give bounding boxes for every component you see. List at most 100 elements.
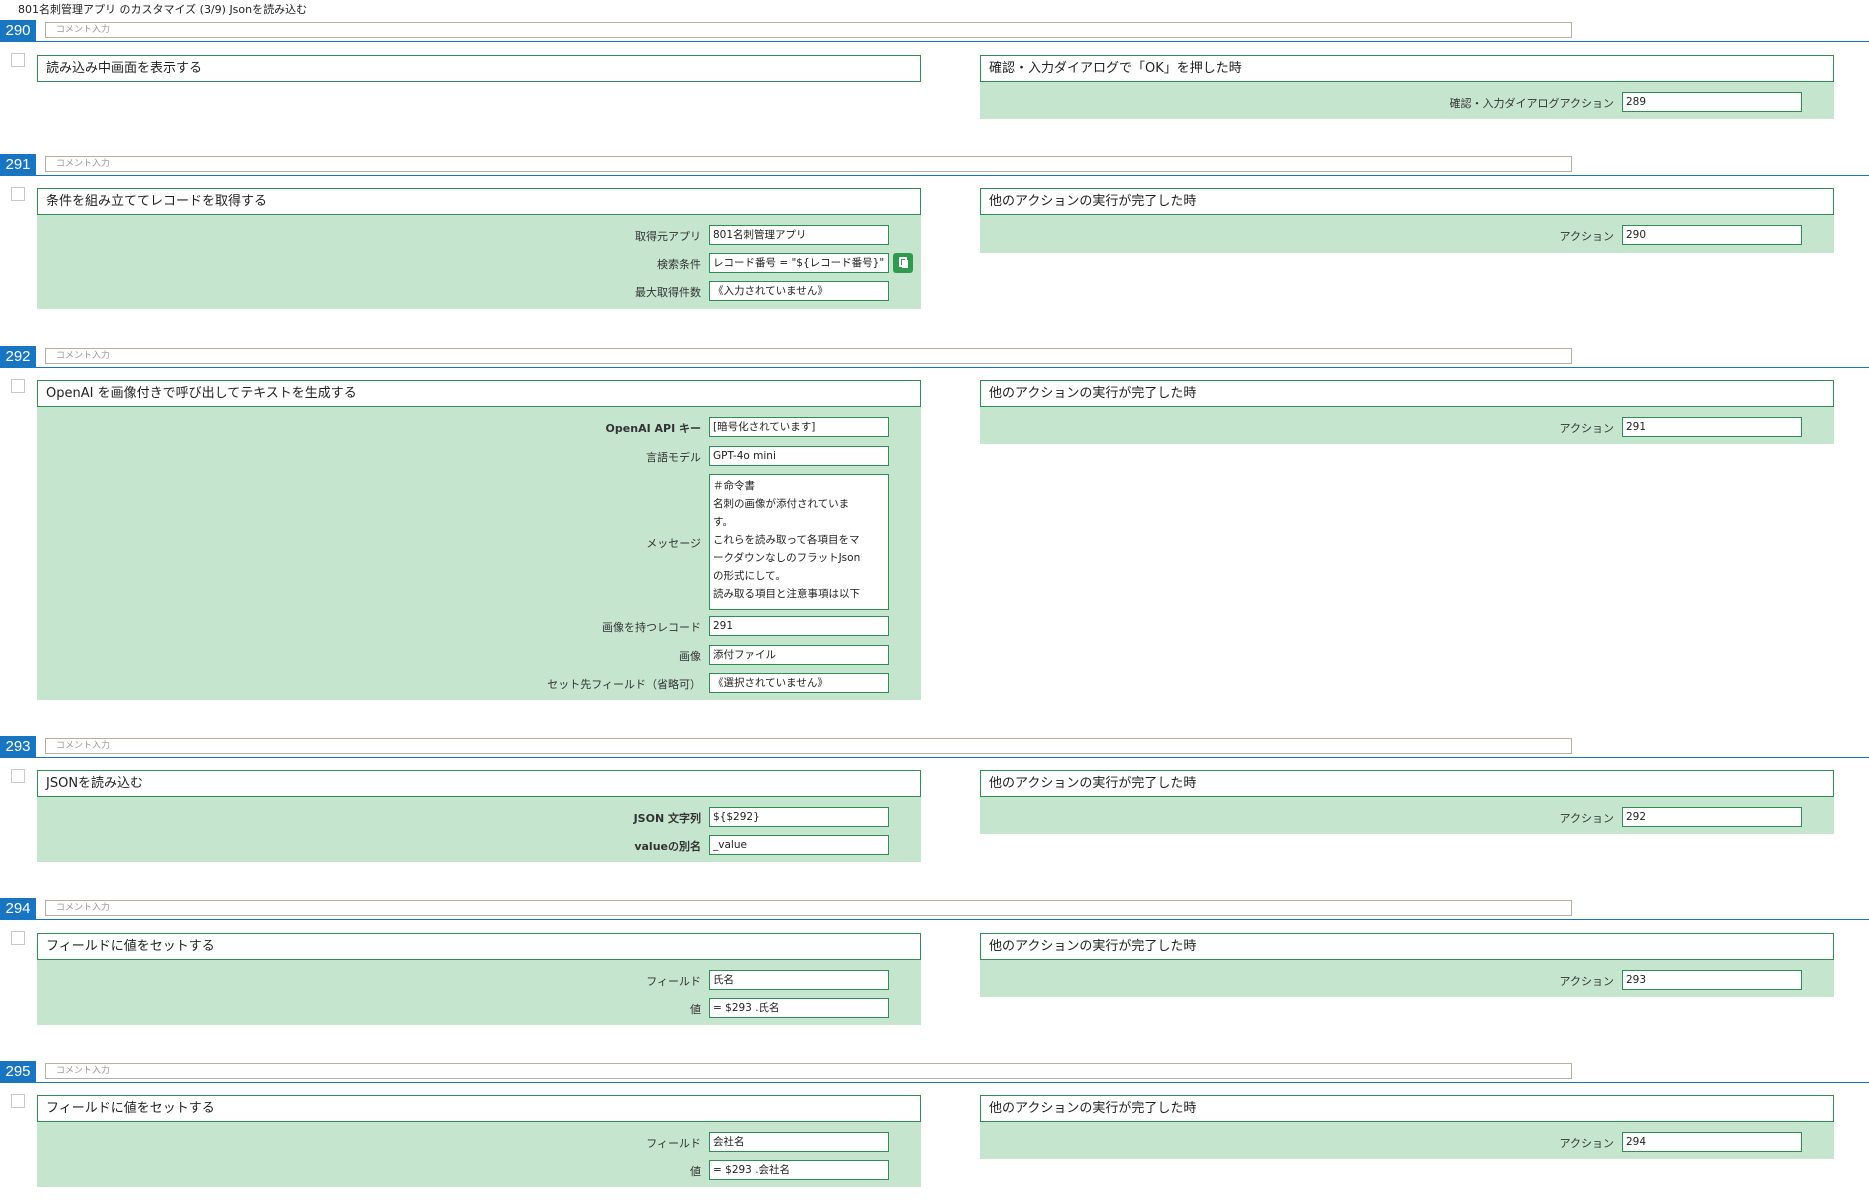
row-checkbox[interactable] [11, 53, 25, 67]
field-value[interactable]: 293 [1622, 970, 1802, 990]
comment-input[interactable]: コメント入力 [45, 738, 1572, 754]
row-number: 291 [0, 154, 36, 176]
row-divider [36, 757, 1869, 758]
action-field: 取得元アプリ 801名刺管理アプリ [37, 225, 921, 245]
action-field: JSON 文字列 ${$292} [37, 807, 921, 827]
field-label: 言語モデル [646, 451, 701, 464]
field-label: OpenAI API キー [605, 422, 701, 435]
field-value[interactable]: 《選択されていません》 [709, 673, 889, 693]
field-value[interactable]: 294 [1622, 1132, 1802, 1152]
field-value[interactable]: [暗号化されています] [709, 417, 889, 437]
field-value[interactable]: ${$292} [709, 807, 889, 827]
trigger-title[interactable]: 他のアクションの実行が完了した時 [980, 188, 1834, 215]
row-divider [36, 919, 1869, 920]
action-panel: 読み込み中画面を表示する [37, 55, 921, 82]
comment-input[interactable]: コメント入力 [45, 900, 1572, 916]
row-divider [36, 175, 1869, 176]
field-value[interactable]: 氏名 [709, 970, 889, 990]
comment-input[interactable]: コメント入力 [45, 22, 1572, 38]
field-label: 画像を持つレコード [602, 621, 701, 634]
field-label: アクション [1559, 230, 1614, 243]
action-title[interactable]: フィールドに値をセットする [37, 1095, 921, 1122]
field-label: 検索条件 [657, 258, 701, 271]
trigger-field: アクション 291 [980, 417, 1834, 437]
trigger-title[interactable]: 他のアクションの実行が完了した時 [980, 933, 1834, 960]
trigger-field: アクション 293 [980, 970, 1834, 990]
field-value[interactable]: 290 [1622, 225, 1802, 245]
field-label: アクション [1559, 812, 1614, 825]
row-checkbox[interactable] [11, 931, 25, 945]
field-label: フィールド [646, 975, 701, 988]
action-title[interactable]: 条件を組み立ててレコードを取得する [37, 188, 921, 215]
trigger-title[interactable]: 他のアクションの実行が完了した時 [980, 1095, 1834, 1122]
field-value[interactable]: レコード番号 = "${レコード番号}" [709, 253, 889, 273]
action-title[interactable]: OpenAI を画像付きで呼び出してテキストを生成する [37, 380, 921, 407]
row-checkbox[interactable] [11, 187, 25, 201]
field-label: 取得元アプリ [635, 230, 701, 243]
field-label: フィールド [646, 1137, 701, 1150]
row-checkbox[interactable] [11, 1094, 25, 1108]
field-value[interactable]: = $293 .氏名 [709, 998, 889, 1018]
action-title[interactable]: 読み込み中画面を表示する [37, 55, 921, 82]
action-field: 画像 添付ファイル [37, 645, 921, 665]
trigger-panel: 他のアクションの実行が完了した時 アクション 291 [980, 380, 1834, 444]
field-label: 画像 [679, 650, 701, 663]
trigger-panel: 他のアクションの実行が完了した時 アクション 290 [980, 188, 1834, 253]
action-field: valueの別名 _value [37, 835, 921, 855]
action-field: 画像を持つレコード 291 [37, 616, 921, 636]
action-panel: フィールドに値をセットする フィールド 氏名 値 = $293 .氏名 [37, 933, 921, 1025]
page-title: 801名刺管理アプリ のカスタマイズ (3/9) Jsonを読み込む [18, 3, 308, 16]
action-field: フィールド 氏名 [37, 970, 921, 990]
message-textarea[interactable]: ＃命令書 名刺の画像が添付されていま す。 これらを読み取って各項目をマ ークダ… [709, 474, 889, 610]
field-value[interactable]: 292 [1622, 807, 1802, 827]
trigger-title[interactable]: 他のアクションの実行が完了した時 [980, 380, 1834, 407]
row-number: 293 [0, 736, 36, 758]
row-number: 294 [0, 898, 36, 920]
action-field: 最大取得件数 《入力されていません》 [37, 281, 921, 301]
field-value[interactable]: GPT-4o mini [709, 446, 889, 466]
action-field: 値 = $293 .氏名 [37, 998, 921, 1018]
row-checkbox[interactable] [11, 379, 25, 393]
trigger-field: アクション 292 [980, 807, 1834, 827]
field-value[interactable]: 291 [1622, 417, 1802, 437]
field-label: 確認・入力ダイアログアクション [1449, 97, 1614, 110]
field-value[interactable]: _value [709, 835, 889, 855]
trigger-panel: 他のアクションの実行が完了した時 アクション 292 [980, 770, 1834, 834]
row-divider [36, 41, 1869, 42]
action-title[interactable]: JSONを読み込む [37, 770, 921, 797]
field-value[interactable]: 801名刺管理アプリ [709, 225, 889, 245]
field-value[interactable]: 会社名 [709, 1132, 889, 1152]
field-label: JSON 文字列 [633, 812, 701, 825]
field-label: アクション [1559, 422, 1614, 435]
copy-icon[interactable] [893, 253, 913, 273]
row-number: 292 [0, 346, 36, 368]
comment-input[interactable]: コメント入力 [45, 156, 1572, 172]
row-number: 290 [0, 20, 36, 42]
comment-input[interactable]: コメント入力 [45, 348, 1572, 364]
comment-input[interactable]: コメント入力 [45, 1063, 1572, 1079]
row-checkbox[interactable] [11, 769, 25, 783]
field-value[interactable]: 《入力されていません》 [709, 281, 889, 301]
field-value[interactable]: = $293 .会社名 [709, 1160, 889, 1180]
row-divider [36, 367, 1869, 368]
trigger-title[interactable]: 確認・入力ダイアログで「OK」を押した時 [980, 55, 1834, 82]
action-field: メッセージ ＃命令書 名刺の画像が添付されていま す。 これらを読み取って各項目… [37, 474, 921, 610]
field-value[interactable]: 291 [709, 616, 889, 636]
trigger-title[interactable]: 他のアクションの実行が完了した時 [980, 770, 1834, 797]
field-label: セット先フィールド（省略可） [547, 678, 701, 691]
field-label: アクション [1559, 975, 1614, 988]
action-panel: JSONを読み込む JSON 文字列 ${$292} valueの別名 _val… [37, 770, 921, 862]
action-field: セット先フィールド（省略可） 《選択されていません》 [37, 673, 921, 693]
field-label: 値 [690, 1165, 701, 1178]
row-divider [36, 1082, 1869, 1083]
field-label: アクション [1559, 1137, 1614, 1150]
trigger-panel: 他のアクションの実行が完了した時 アクション 293 [980, 933, 1834, 997]
action-field: 検索条件 レコード番号 = "${レコード番号}" [37, 253, 921, 273]
field-value[interactable]: 289 [1622, 92, 1802, 112]
field-value[interactable]: 添付ファイル [709, 645, 889, 665]
action-title[interactable]: フィールドに値をセットする [37, 933, 921, 960]
row-number: 295 [0, 1061, 36, 1083]
action-field: フィールド 会社名 [37, 1132, 921, 1152]
trigger-field: アクション 294 [980, 1132, 1834, 1152]
action-field: OpenAI API キー [暗号化されています] [37, 417, 921, 437]
